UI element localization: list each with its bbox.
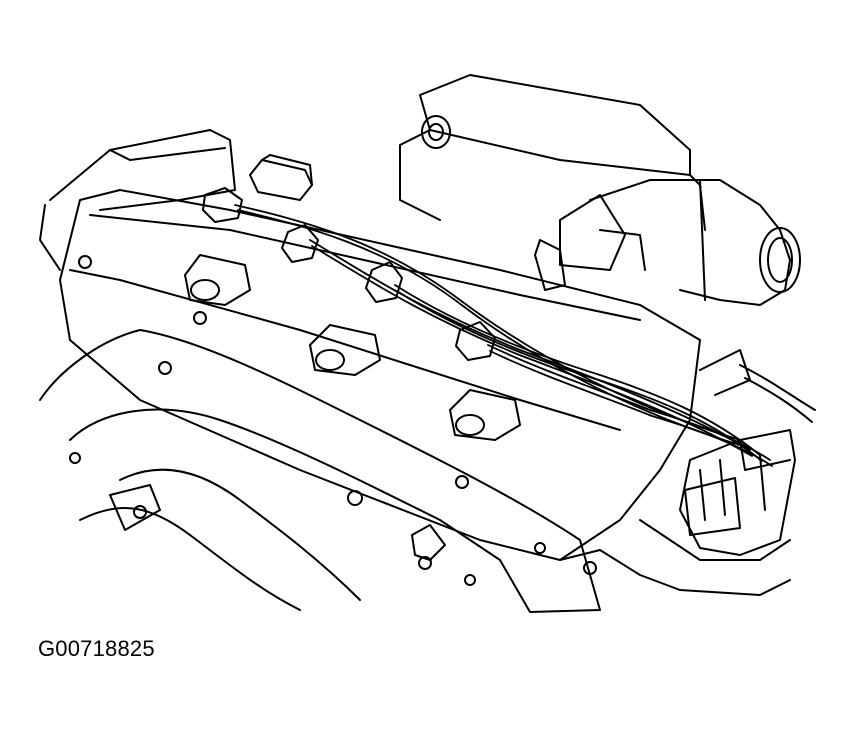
cover-bolts bbox=[69, 255, 597, 586]
cylinder-head-block bbox=[39, 329, 791, 613]
plug-tube-bosses bbox=[184, 254, 521, 441]
oil-filler-cap bbox=[249, 154, 313, 201]
figure-id-label: G00718825 bbox=[38, 636, 155, 661]
engine-ignition-wire-illustration bbox=[39, 74, 816, 613]
air-cleaner-housing bbox=[399, 74, 706, 231]
valve-cover bbox=[59, 189, 701, 561]
ignition-coil-pack bbox=[679, 429, 796, 556]
breather-hose bbox=[699, 349, 816, 423]
throttle-body bbox=[534, 179, 801, 306]
timing-cover bbox=[39, 129, 236, 271]
spark-plug-boots bbox=[202, 187, 496, 361]
spark-plug-wires bbox=[234, 204, 773, 467]
sensor-connector bbox=[411, 524, 446, 570]
